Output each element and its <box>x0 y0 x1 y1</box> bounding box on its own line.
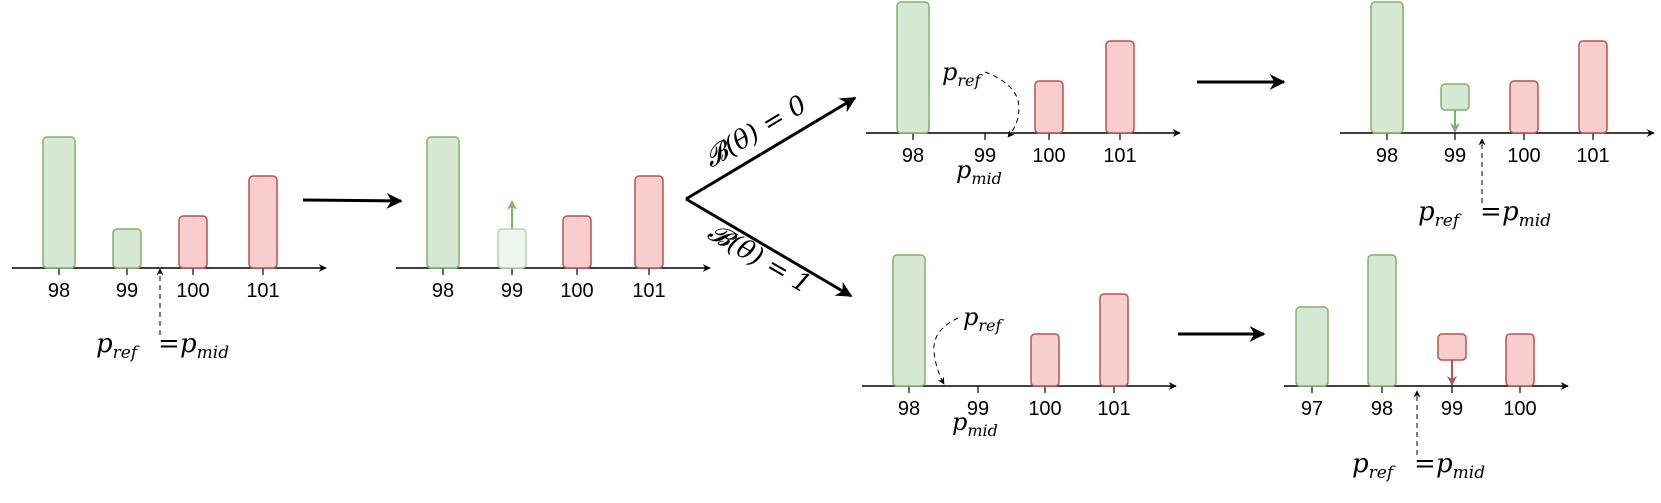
svg-text:=: = <box>158 329 180 359</box>
bid-bar <box>1367 254 1397 387</box>
svg-text:pmid: pmid <box>952 408 998 440</box>
tick-label: 100 <box>1032 145 1065 167</box>
ask-bar <box>634 175 664 269</box>
bid-bar <box>426 136 460 269</box>
tick-label: 98 <box>432 280 454 302</box>
ask-bar <box>562 215 592 269</box>
ask-bar <box>178 215 208 269</box>
pref-eq-pmid-label: pref = pmid <box>1352 449 1485 483</box>
ask-bar <box>1105 40 1135 134</box>
ask-bar <box>1034 80 1064 134</box>
panel-branch-1-after: 97 98 99 100 <box>1284 254 1569 420</box>
new-bid-order-bar <box>497 228 527 269</box>
svg-text:pmid: pmid <box>1436 449 1485 483</box>
bid-bar <box>112 228 142 269</box>
pref-eq-pmid-label: pref = pmid <box>1418 197 1551 231</box>
pmid-label: pmid <box>956 156 1002 188</box>
tick-label: 98 <box>1376 145 1398 167</box>
tick-label: 98 <box>898 398 920 420</box>
ask-bar <box>1505 333 1535 387</box>
ask-order-bar <box>1437 333 1467 361</box>
svg-text:pmid: pmid <box>1502 197 1551 231</box>
panel-branch-1-before: 98 99 100 101 <box>862 254 1177 420</box>
panel-order-added: 98 99 100 101 <box>396 136 711 302</box>
tick-label: 101 <box>246 280 279 302</box>
tick-label: 99 <box>1444 145 1466 167</box>
tick-label: 98 <box>1371 398 1393 420</box>
ask-bar <box>1509 80 1539 134</box>
pref-shift-curve <box>984 71 1020 138</box>
svg-text:=: = <box>1480 197 1502 227</box>
tick-label: 100 <box>560 280 593 302</box>
ask-bar <box>248 175 278 269</box>
panel-branch-0-before: 98 99 100 101 <box>866 1 1181 167</box>
branch-arrow-bottom <box>685 197 853 298</box>
svg-text:pmid: pmid <box>956 156 1002 188</box>
ask-bar <box>1578 40 1608 134</box>
pref-label: pref <box>963 303 1004 335</box>
tick-label: 97 <box>1301 398 1323 420</box>
branch-label-bottom: 𝓑(θ) = 1 <box>703 217 816 300</box>
tick-label: 101 <box>1097 398 1130 420</box>
bid-order-bar <box>1440 83 1470 111</box>
pmid-label: pmid <box>952 408 998 440</box>
tick-label: 99 <box>116 280 138 302</box>
pref-label: pref <box>942 58 983 90</box>
bid-bar <box>1295 306 1329 387</box>
tick-label: 101 <box>1103 145 1136 167</box>
bid-bar <box>892 254 926 387</box>
tick-label: 99 <box>967 398 989 420</box>
tick-label: 100 <box>1028 398 1061 420</box>
panel-initial: 98 99 100 101 <box>12 136 327 302</box>
svg-text:pref: pref <box>963 303 1004 335</box>
branch-label-top: 𝓑(θ) = 0 <box>699 90 812 174</box>
tick-label: 101 <box>632 280 665 302</box>
tick-label: 101 <box>1576 145 1609 167</box>
svg-text:pref: pref <box>96 329 140 363</box>
bid-bar <box>1370 1 1404 134</box>
tick-label: 98 <box>902 145 924 167</box>
tick-label: 99 <box>974 145 996 167</box>
pref-shift-curve <box>933 317 959 385</box>
tick-label: 99 <box>1441 398 1463 420</box>
ask-bar <box>1099 293 1129 387</box>
tick-label: 98 <box>48 280 70 302</box>
svg-text:=: = <box>1414 449 1436 479</box>
pref-eq-pmid-label: pref = pmid <box>96 329 229 363</box>
svg-text:pref: pref <box>942 58 983 90</box>
bid-bar <box>42 136 76 269</box>
svg-text:pref: pref <box>1352 449 1396 483</box>
transition-arrow <box>302 192 403 209</box>
tick-label: 99 <box>501 280 523 302</box>
tick-label: 100 <box>176 280 209 302</box>
ask-bar <box>1030 333 1060 387</box>
tick-label: 100 <box>1503 398 1536 420</box>
branch-arrow-top <box>685 96 857 201</box>
bid-bar <box>896 1 930 134</box>
panel-branch-0-after: 98 99 100 101 <box>1340 1 1655 167</box>
svg-text:pref: pref <box>1418 197 1462 231</box>
svg-text:pmid: pmid <box>180 329 229 363</box>
tick-label: 100 <box>1507 145 1540 167</box>
